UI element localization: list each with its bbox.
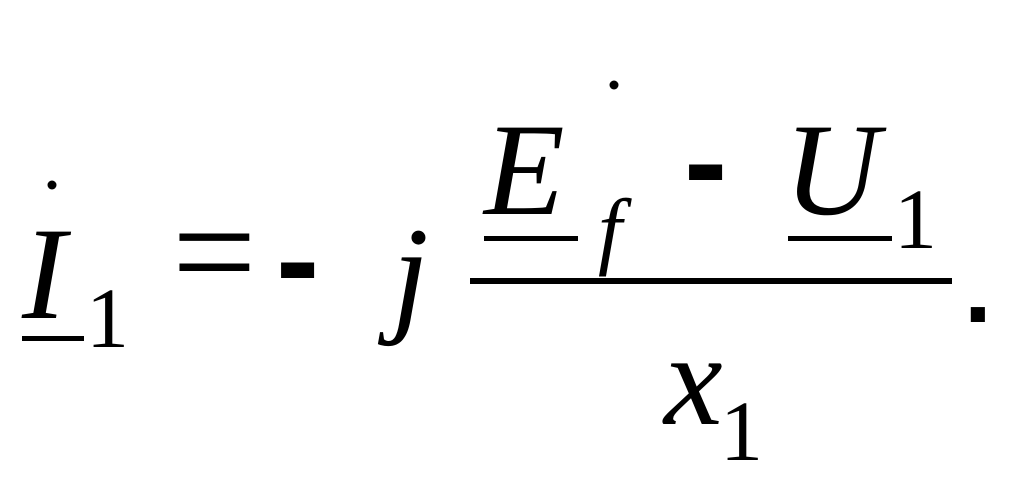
end-period: . bbox=[964, 232, 992, 344]
lhs-phasor-dot bbox=[47, 180, 57, 190]
numerator-e-underline bbox=[484, 236, 578, 241]
lhs-subscript: 1 bbox=[86, 270, 129, 366]
lhs-underline bbox=[22, 336, 84, 341]
minus-sign: - bbox=[276, 186, 319, 332]
fraction-bar bbox=[470, 278, 952, 284]
numerator-u-underline bbox=[788, 236, 892, 241]
equals-sign: = bbox=[172, 169, 257, 335]
denominator-symbol: x bbox=[662, 306, 723, 453]
numerator-e-symbol: E bbox=[482, 96, 565, 243]
numerator-e-phasor-dot bbox=[609, 80, 619, 90]
imaginary-unit-j: j bbox=[377, 200, 429, 347]
numerator-u-symbol: U bbox=[784, 96, 887, 243]
denominator-subscript: 1 bbox=[720, 383, 763, 479]
lhs-symbol: I bbox=[21, 200, 72, 347]
numerator-u-subscript: 1 bbox=[894, 171, 937, 267]
numerator-minus-sign: - bbox=[684, 88, 727, 234]
numerator-e-subscript: f bbox=[598, 181, 632, 277]
